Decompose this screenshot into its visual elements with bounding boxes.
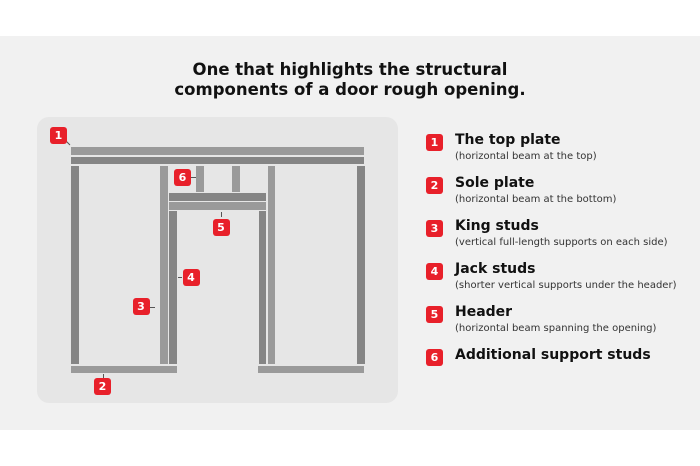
jack-stud-left xyxy=(169,211,177,364)
legend-badge: 5 xyxy=(426,306,443,323)
legend-title: Jack studs xyxy=(455,261,536,277)
legend-title: Sole plate xyxy=(455,175,535,191)
legend-desc: (horizontal beam at the bottom) xyxy=(455,194,617,205)
legend-badge: 3 xyxy=(426,220,443,237)
legend-badge: 6 xyxy=(426,349,443,366)
header-lower xyxy=(169,202,266,210)
leader-line-6 xyxy=(191,177,196,178)
top-plate-lower xyxy=(71,157,364,164)
leader-line-4 xyxy=(178,277,182,278)
callout-badge-4: 4 xyxy=(182,269,200,286)
jack-stud-right xyxy=(258,211,266,364)
legend-badge: 2 xyxy=(426,177,443,194)
legend-title: King studs xyxy=(455,218,539,234)
cripple-stud-left xyxy=(196,166,204,192)
callout-badge-3: 3 xyxy=(132,298,150,315)
left-end-stud xyxy=(71,166,79,364)
callout-badge-5: 5 xyxy=(212,218,230,236)
king-stud-left xyxy=(160,166,168,364)
title-line: One that highlights the structural xyxy=(192,60,508,79)
legend-desc: (horizontal beam at the top) xyxy=(455,151,597,162)
right-end-stud xyxy=(357,166,365,364)
header-upper xyxy=(169,193,266,201)
legend-desc: (vertical full-length supports on each s… xyxy=(455,237,668,248)
diagram-panel xyxy=(37,117,398,403)
cripple-stud-right xyxy=(232,166,240,192)
king-stud-right xyxy=(267,166,275,364)
callout-badge-2: 2 xyxy=(94,377,111,395)
leader-line-3 xyxy=(150,306,155,308)
title-line: components of a door rough opening. xyxy=(174,80,526,99)
legend-title: The top plate xyxy=(455,132,561,148)
sole-plate-right xyxy=(258,365,364,373)
top-plate-upper xyxy=(71,147,364,155)
legend-badge: 4 xyxy=(426,263,443,280)
legend-badge: 1 xyxy=(426,134,443,151)
legend-desc: (shorter vertical supports under the hea… xyxy=(455,280,677,291)
leader-line-2 xyxy=(102,374,104,378)
leader-line-5 xyxy=(221,212,222,217)
callout-badge-6: 6 xyxy=(174,169,191,186)
legend-title: Header xyxy=(455,304,513,320)
legend-title: Additional support studs xyxy=(455,347,651,363)
sole-plate-left xyxy=(71,365,177,373)
callout-badge-1: 1 xyxy=(50,126,67,144)
legend-desc: (horizontal beam spanning the opening) xyxy=(455,323,657,334)
